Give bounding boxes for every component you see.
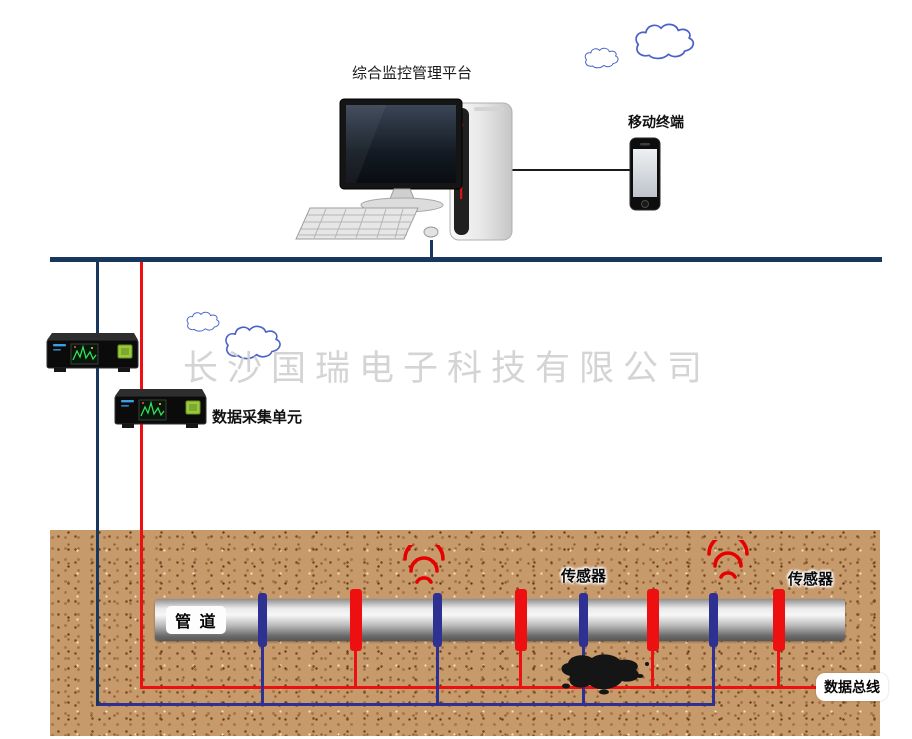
mouse [423, 226, 439, 238]
sensor-band-blue-3 [579, 593, 588, 647]
mobile-terminal-label: 移动终端 [628, 114, 684, 130]
sensor-band-red-4 [773, 589, 785, 651]
sensor-cable-blue-2 [436, 645, 439, 706]
sensor-band-red-1 [350, 589, 362, 651]
sensor-band-blue-4 [709, 593, 718, 647]
sensor-cable-red-3 [651, 648, 654, 689]
oil-leak-blob [561, 654, 649, 695]
data-bus-label: 数据总线 [816, 673, 888, 701]
cloud-doodle [584, 23, 695, 69]
platform-title: 综合监控管理平台 [352, 65, 473, 82]
sensor-label-1: 传感器 [561, 568, 607, 585]
watermark-text: 长沙国瑞电子科技有限公司 [183, 349, 712, 388]
phone-speaker [640, 143, 650, 146]
phone-home-button [641, 200, 649, 208]
computer-drop-line [430, 240, 433, 258]
sensor-label-2: 传感器 [788, 571, 834, 588]
red-data-bus-line [140, 686, 848, 689]
sensor-band-red-3 [647, 589, 659, 651]
keyboard [295, 207, 439, 240]
sensor-cable-red-4 [777, 648, 780, 689]
phone-screen [633, 149, 657, 197]
sensor-cable-red-2 [519, 648, 522, 689]
network-bus-line [50, 257, 882, 262]
pipeline [155, 599, 845, 641]
data-acquisition-unit-2 [114, 389, 207, 428]
red-riser-line [140, 261, 143, 689]
sensor-cable-red-1 [354, 648, 357, 689]
cloud-doodle [186, 311, 281, 360]
blue-riser-line [96, 261, 99, 706]
dau-label: 数据采集单元 [212, 409, 303, 426]
phone-link-line [510, 169, 632, 171]
sensor-cable-blue-4 [712, 645, 715, 706]
blue-data-bus-line [96, 703, 715, 706]
monitor [339, 98, 463, 213]
signal-waves-icon [707, 540, 749, 579]
data-acquisition-unit-1 [46, 333, 139, 372]
smartphone [629, 137, 661, 211]
signal-waves-icon [403, 545, 445, 584]
sensor-band-blue-2 [433, 593, 442, 647]
pipeline-label: 管 道 [166, 606, 227, 634]
sensor-band-blue-1 [258, 593, 267, 647]
desktop-computer [295, 98, 513, 241]
sensor-band-red-2 [515, 589, 527, 651]
sensor-cable-blue-1 [261, 645, 264, 706]
